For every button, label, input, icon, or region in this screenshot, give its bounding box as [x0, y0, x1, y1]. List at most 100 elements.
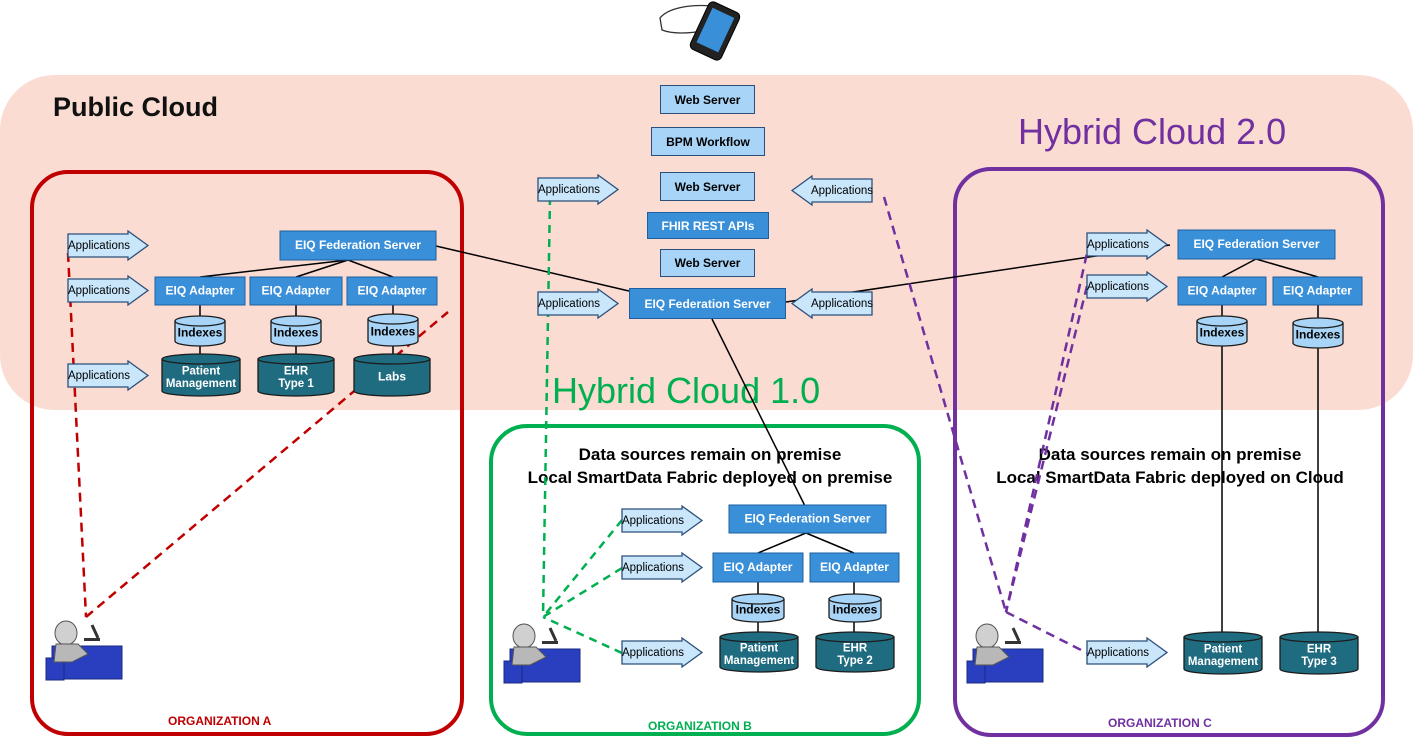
- org-a-index-3: Indexes: [367, 313, 419, 347]
- hybrid-cloud-1-title: Hybrid Cloud 1.0: [552, 370, 821, 411]
- org-c-note-line-1: Data sources remain on premise: [1038, 445, 1302, 464]
- body-shape: [511, 646, 547, 666]
- org-a-federation-server-label: EIQ Federation Server: [295, 238, 421, 252]
- phone-screen: [696, 7, 735, 53]
- applications-arrow-shape: [621, 504, 704, 537]
- org-c-index-2: Indexes: [1292, 317, 1344, 349]
- fhir-rest-apis: FHIR REST APIs: [647, 212, 769, 239]
- org-b-user-link: [542, 519, 623, 618]
- applications-arrow: Applications: [621, 551, 704, 584]
- tree-line: [199, 259, 349, 278]
- org-c-adapter-1: EIQ Adapter: [1177, 276, 1267, 306]
- body-shape: [53, 643, 89, 663]
- applications-arrow: Applications: [67, 229, 150, 262]
- org-b-index-1-body: [731, 599, 785, 623]
- org-b-user-link-vertical: [541, 196, 552, 618]
- organization-b-box: [489, 424, 921, 736]
- organization-c-box: [953, 167, 1385, 737]
- web-server-top: Web Server: [660, 85, 755, 114]
- org-a-index-1-label: Indexes: [178, 326, 223, 340]
- org-b-adapter-1-label: EIQ Adapter: [724, 560, 793, 574]
- org-c-datastore-patient-management-label: Patient: [1204, 643, 1243, 655]
- applications-arrow: Applications: [621, 504, 704, 537]
- org-a-index-2-label: Indexes: [274, 326, 319, 340]
- laptop-shape: [542, 641, 558, 644]
- org-a-federation-server-shape: [279, 230, 437, 261]
- applications-label: Applications: [538, 298, 600, 310]
- org-a-datastore-labs-label: Labs: [378, 370, 406, 384]
- org-a-datastore-labs-body: [353, 359, 431, 397]
- org-c-adapter-2: EIQ Adapter: [1272, 276, 1363, 306]
- org-c-adapter-1-shape: [1177, 276, 1267, 306]
- applications-label: Applications: [622, 647, 684, 659]
- tree-line: [295, 259, 349, 278]
- organization-b-label: ORGANIZATION B: [648, 719, 752, 733]
- applications-arrow-shape: [790, 174, 873, 207]
- org-c-user-link: [1004, 285, 1089, 613]
- org-a-index-3-top: [367, 313, 419, 325]
- applications-arrow-shape: [67, 359, 150, 392]
- head-shape: [512, 623, 536, 649]
- laptop-screen: [90, 624, 100, 639]
- org-c-federation-server: EIQ Federation Server: [1177, 229, 1336, 260]
- organization-c-label: ORGANIZATION C: [1108, 716, 1212, 730]
- org-c-datastore-patient-management-label: Management: [1188, 656, 1258, 668]
- tree-line: [347, 259, 394, 278]
- federation-link-b: [711, 318, 806, 507]
- org-c-note-line-2: Local SmartData Fabric deployed on Cloud: [996, 468, 1344, 487]
- org-a-datastore-ehr-type-1-top: [257, 353, 335, 365]
- applications-arrow: Applications: [537, 173, 620, 206]
- org-c-user-link: [1004, 239, 1092, 613]
- org-b-datastore-patient-management-body: [719, 637, 799, 673]
- applications-arrow-shape: [790, 287, 873, 320]
- org-b-datastore-ehr-type-2-label: Type 2: [837, 655, 873, 667]
- org-a-datastore-patient-management-label: Patient: [182, 365, 221, 377]
- org-b-index-2-label: Indexes: [833, 603, 878, 617]
- org-a-index-1: Indexes: [174, 315, 226, 347]
- head-shape: [975, 623, 999, 649]
- org-b-user-link: [542, 615, 623, 655]
- web-server-middle: Web Server: [660, 172, 755, 201]
- body-shape: [974, 646, 1010, 666]
- org-c-index-2-top: [1292, 317, 1344, 329]
- org-a-adapter-2-shape: [249, 276, 343, 306]
- applications-arrow: Applications: [537, 287, 620, 320]
- applications-arrow: Applications: [1086, 228, 1169, 261]
- applications-arrow: Applications: [67, 274, 150, 307]
- tree-line: [805, 532, 855, 554]
- org-b-user-link: [542, 566, 623, 619]
- org-a-user-link-vertical: [66, 252, 88, 618]
- org-c-note: Data sources remain on premise Local Sma…: [960, 443, 1380, 489]
- applications-arrow-shape: [621, 636, 704, 669]
- org-a-adapter-1: EIQ Adapter: [154, 276, 246, 306]
- org-b-federation-server: EIQ Federation Server: [728, 504, 887, 534]
- organization-a-box: [30, 170, 464, 736]
- org-b-index-2-top: [828, 593, 882, 605]
- applications-label: Applications: [622, 515, 684, 527]
- org-b-datastore-ehr-type-2-top: [815, 631, 895, 643]
- org-a-datastore-ehr-type-1-body: [257, 359, 335, 397]
- hybrid-cloud-2-title: Hybrid Cloud 2.0: [1018, 111, 1287, 152]
- applications-arrow: Applications: [67, 359, 150, 392]
- org-c-datastore-ehr-type-3-label: Type 3: [1301, 656, 1337, 668]
- org-b-index-1-label: Indexes: [736, 603, 781, 617]
- tree-line: [1221, 258, 1257, 278]
- applications-label: Applications: [1087, 647, 1149, 659]
- head-shape: [54, 620, 78, 646]
- org-a-datastore-ehr-type-1-label: Type 1: [278, 378, 314, 390]
- web-server-bottom: Web Server: [660, 249, 755, 277]
- tree-line: [1255, 258, 1319, 278]
- applications-label: Applications: [68, 370, 130, 382]
- org-b-federation-server-label: EIQ Federation Server: [744, 512, 870, 526]
- org-b-index-1-top: [731, 593, 785, 605]
- org-c-index-1-label: Indexes: [1200, 326, 1245, 340]
- applications-label: Applications: [1087, 281, 1149, 293]
- laptop-screen: [548, 627, 558, 642]
- applications-arrow-shape: [537, 287, 620, 320]
- applications-arrow-shape: [1086, 636, 1169, 669]
